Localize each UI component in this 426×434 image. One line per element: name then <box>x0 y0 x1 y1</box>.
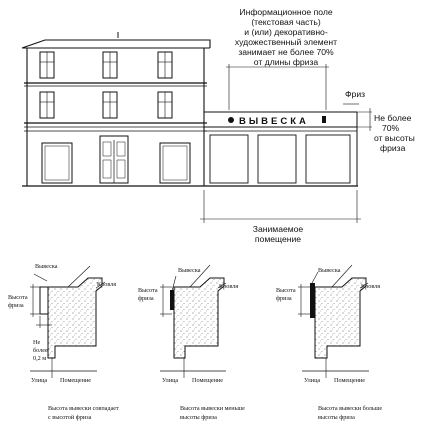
roof-label: Кровля <box>97 281 116 288</box>
info-field-line: (текстовая часть) <box>251 17 321 27</box>
annex-storefront: ВЫВЕСКА <box>204 111 358 186</box>
sign-label: Вывеска <box>35 263 58 270</box>
caption-line: Высота вывески совпадает <box>48 405 119 412</box>
info-field-line: Информационное поле <box>239 7 332 17</box>
building-facade <box>21 32 358 187</box>
frieze-height-label: Высота <box>8 294 28 301</box>
height-note-line: фриза <box>380 143 406 153</box>
frieze-height-label: Высота <box>276 287 296 294</box>
frieze-height-label: фриза <box>8 302 24 309</box>
wall-section <box>314 277 367 359</box>
caption-line: Высота вывески больше <box>318 405 382 412</box>
premises-label: Помещение <box>334 377 365 384</box>
dimension-lines <box>200 64 372 223</box>
frieze-label: Фриз <box>345 89 365 99</box>
info-field-line: занимает не более 70% <box>238 47 334 57</box>
wall-section <box>173 277 225 359</box>
sign-panel <box>39 286 49 315</box>
info-field-line: и (или) декоративно- <box>244 27 328 37</box>
frieze-height-label: Высота <box>138 287 158 294</box>
limit-label: 0,2 м <box>33 355 46 362</box>
street-label: Улица <box>304 377 320 384</box>
sign-label: Вывеска <box>178 267 201 274</box>
sign-label: Вывеска <box>318 267 341 274</box>
info-field-line: от длины фриза <box>254 57 319 67</box>
sign-panel <box>310 283 315 318</box>
caption-line: высоты фриза <box>318 414 355 421</box>
roof-label: Кровля <box>361 283 380 290</box>
windows-floor-2 <box>39 91 173 119</box>
street-label: Улица <box>162 377 178 384</box>
height-note-line: Не более <box>374 113 412 123</box>
frieze-height-label: фриза <box>276 295 292 302</box>
annex-window <box>257 134 297 184</box>
wall-section <box>47 277 103 359</box>
street-label: Улица <box>31 377 47 384</box>
caption-line: с высотой фриза <box>48 414 92 421</box>
detail-3: Вывеска Кровля Высота фриза Улица Помеще… <box>276 264 382 421</box>
roof-label: Кровля <box>219 283 238 290</box>
shop-window-right <box>159 142 191 184</box>
sign-dot <box>228 117 234 123</box>
detail-1: Вывеска Кровля Высота фриза Не более 0,2… <box>8 263 119 421</box>
roof-line <box>21 39 211 49</box>
height-note: Не более 70% от высоты фриза <box>374 113 415 153</box>
sign-panel <box>170 290 174 310</box>
info-field-line: художественный элемент <box>235 37 337 47</box>
annex-window <box>209 134 249 184</box>
info-field-label: Информационное поле (текстовая часть) и … <box>235 7 337 67</box>
premises-label: Занимаемое помещение <box>253 224 304 244</box>
caption-line: Высота вывески меньше <box>180 405 245 412</box>
limit-label: Не <box>33 339 40 346</box>
frieze-height-label: фриза <box>138 295 154 302</box>
premises-label: Помещение <box>60 377 91 384</box>
premises-line: помещение <box>255 234 301 244</box>
annex-window <box>305 134 351 184</box>
windows-floor-3 <box>39 51 173 79</box>
shop-window-left <box>41 142 73 184</box>
premises-line: Занимаемое <box>253 224 304 234</box>
sign-mark <box>322 116 326 123</box>
detail-2: Вывеска Кровля Высота фриза Улица Помеще… <box>138 264 245 421</box>
ground-floor <box>41 135 191 184</box>
limit-label: более <box>33 347 48 354</box>
height-note-line: 70% <box>382 123 400 133</box>
premises-label: Помещение <box>192 377 223 384</box>
sign-text: ВЫВЕСКА <box>239 116 309 127</box>
caption-line: высоты фриза <box>180 414 217 421</box>
height-note-line: от высоты <box>374 133 415 143</box>
